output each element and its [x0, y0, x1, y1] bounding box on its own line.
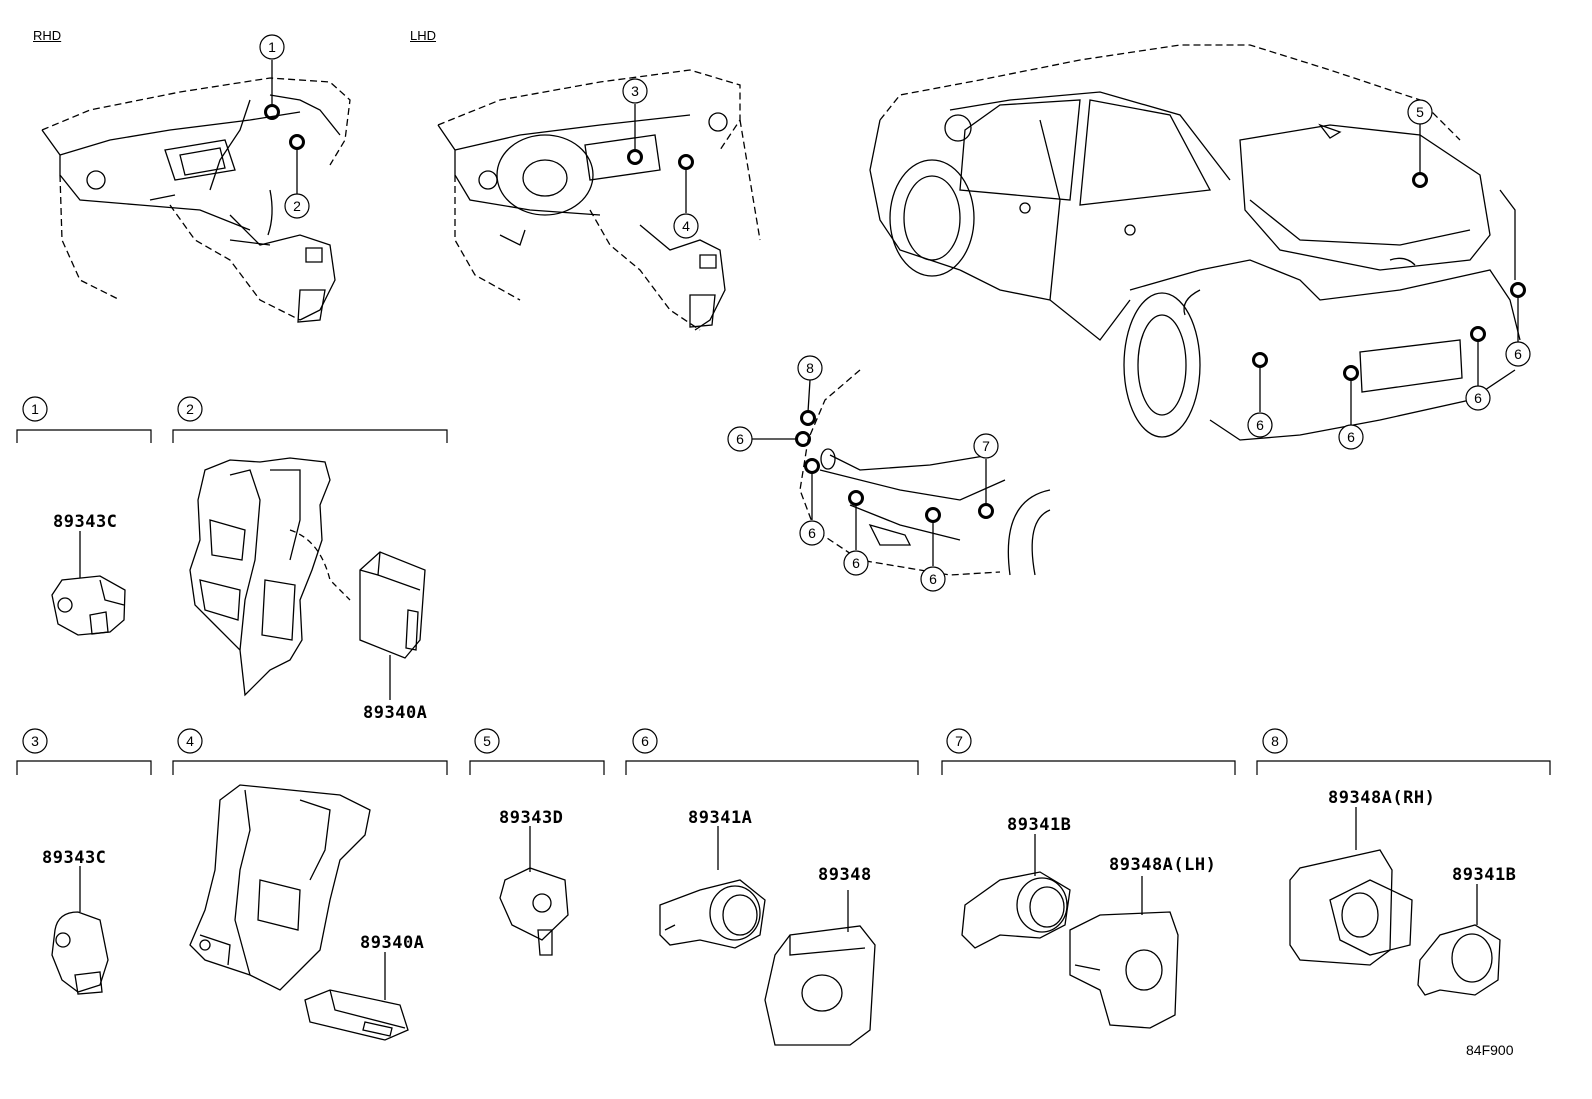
sensor-drawing [499, 826, 569, 956]
ultrasonic-sensor-drawing [659, 826, 876, 1046]
rhd-label: RHD [33, 28, 62, 43]
ultrasonic-sensor-drawing [1289, 807, 1501, 996]
location-dot [925, 507, 941, 523]
location-dot [1470, 326, 1486, 342]
location-dot [795, 431, 811, 447]
location-dot [804, 458, 820, 474]
sensor-drawing [51, 866, 109, 995]
location-dot [289, 134, 305, 150]
lhd-label: LHD [410, 28, 437, 43]
part-number-label[interactable]: 89343D [499, 808, 564, 828]
location-dot [678, 154, 694, 170]
ecu-bracket-drawing [189, 784, 409, 1041]
location-dot [627, 149, 643, 165]
part-number-label[interactable]: 89348 [818, 865, 872, 885]
location-dot [1343, 365, 1359, 381]
part-number-label[interactable]: 89340A [363, 703, 428, 723]
part-number-label[interactable]: 89343C [53, 512, 118, 532]
diagram-reference-code: 84F900 [1466, 1042, 1514, 1058]
lhd-dashboard-illustration [437, 69, 761, 331]
part-number-label[interactable]: 89341B [1007, 815, 1072, 835]
ecu-bracket-drawing [189, 457, 426, 700]
car-rear-illustration [869, 44, 1521, 441]
location-dot [1252, 352, 1268, 368]
ultrasonic-sensor-drawing [961, 834, 1179, 1029]
front-bumper-illustration [799, 369, 1051, 576]
part-number-label[interactable]: 89343C [42, 848, 107, 868]
part-number-label[interactable]: 89348A(RH) [1328, 788, 1436, 808]
location-dot [800, 410, 816, 426]
sensor-drawing [51, 531, 126, 636]
location-dot [978, 503, 994, 519]
part-number-label[interactable]: 89348A(LH) [1109, 855, 1217, 875]
location-dot [848, 490, 864, 506]
part-number-label[interactable]: 89341A [688, 808, 753, 828]
part-number-label[interactable]: 89340A [360, 933, 425, 953]
rhd-dashboard-illustration [41, 77, 351, 323]
part-number-label[interactable]: 89341B [1452, 865, 1517, 885]
location-dot [1412, 172, 1428, 188]
location-dot [1510, 282, 1526, 298]
section-brackets [16, 429, 1551, 775]
